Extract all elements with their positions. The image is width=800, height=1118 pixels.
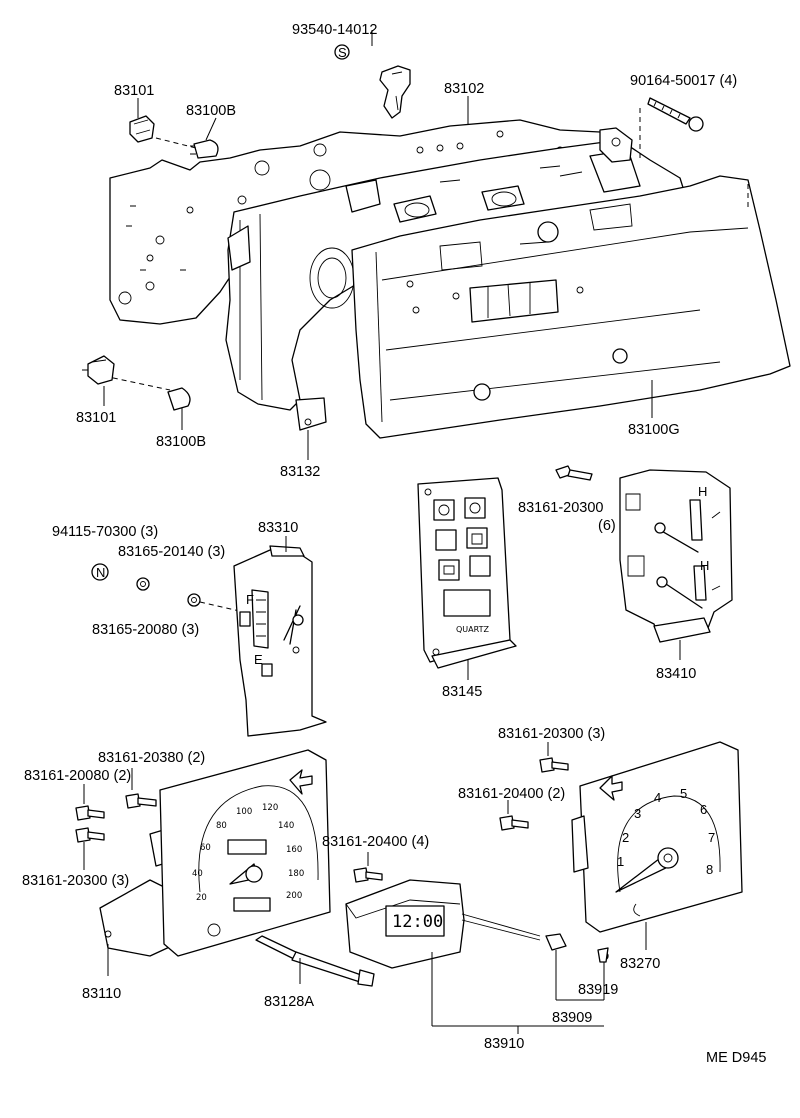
fuel-empty-mark: E xyxy=(254,652,263,667)
tachometer-ticks: 1 2 3 4 5 6 7 8 xyxy=(617,786,715,877)
temp-gauge-83410: H H xyxy=(619,469,733,643)
quartz-mark: QUARTZ xyxy=(456,625,489,634)
label-83310: 83310 xyxy=(258,520,298,536)
label-83161-20400-2: 83161-20400 (2) xyxy=(458,786,565,802)
clip-93540-14012 xyxy=(334,44,411,119)
fuel-full-mark: F xyxy=(246,592,254,607)
screw-83161-20080 xyxy=(75,805,105,821)
speed-tick-60: 60 xyxy=(200,843,211,853)
tach-tick-5: 5 xyxy=(680,786,687,801)
speed-tick-20: 20 xyxy=(196,893,207,903)
nut-94115-70300 xyxy=(91,563,109,581)
screw-83161-20400-2 xyxy=(499,815,529,831)
label-83161-20080: 83161-20080 (2) xyxy=(24,768,131,784)
n-mark: N xyxy=(96,565,105,580)
socket-83101-top xyxy=(129,115,155,143)
speed-tick-160: 160 xyxy=(286,845,302,855)
label-90164-50017: 90164-50017 (4) xyxy=(630,73,737,89)
diagram-code: ME D945 xyxy=(706,1050,766,1066)
fuel-gauge-83310: F E xyxy=(233,545,327,737)
label-83270: 83270 xyxy=(620,956,660,972)
washer-83165-20080 xyxy=(136,577,150,591)
cluster-hood-83100g xyxy=(351,175,791,439)
label-83165-20140: 83165-20140 (3) xyxy=(118,544,225,560)
tach-tick-4: 4 xyxy=(654,790,661,805)
bulb-83100b-top xyxy=(190,139,219,159)
knob-83909 xyxy=(545,933,567,951)
speedometer-83110: 20 40 60 80 100 120 140 160 180 200 xyxy=(99,749,331,957)
label-83102: 83102 xyxy=(444,81,484,97)
leader-socket-bulb xyxy=(103,375,171,391)
screw-83161-20300-3 xyxy=(539,757,569,773)
tachometer-83270: 1 2 3 4 5 6 7 8 xyxy=(571,741,743,933)
leader-line xyxy=(205,117,217,141)
label-83161-20300-6: 83161-20300 xyxy=(518,500,603,516)
washer-83165-20140 xyxy=(187,593,201,607)
speed-tick-120: 120 xyxy=(262,803,278,813)
s-mark: S xyxy=(338,45,347,60)
label-83161-20300-3: 83161-20300 (3) xyxy=(498,726,605,742)
label-83161-20380: 83161-20380 (2) xyxy=(98,750,205,766)
label-83101-bottom: 83101 xyxy=(76,410,116,426)
bulb-83100b-bottom xyxy=(167,387,191,411)
label-83100b-bottom: 83100B xyxy=(156,434,206,450)
tach-tick-3: 3 xyxy=(634,806,641,821)
speedometer-ticks: 20 40 60 80 100 120 140 160 180 200 xyxy=(192,803,304,903)
label-83909: 83909 xyxy=(552,1010,592,1026)
label-83161-20300-6-qty: (6) xyxy=(598,518,616,534)
screw-83161-20400-4 xyxy=(353,867,383,883)
label-83910: 83910 xyxy=(484,1036,524,1052)
tach-tick-7: 7 xyxy=(708,830,715,845)
temp-hot-mark: H xyxy=(698,484,707,499)
label-83100b-top: 83100B xyxy=(186,103,236,119)
speed-tick-100: 100 xyxy=(236,807,252,817)
tach-tick-2: 2 xyxy=(622,830,629,845)
screw-90164-50017 xyxy=(647,97,704,132)
temp-hot-mark-2: H xyxy=(700,558,709,573)
label-83161-20300-3b: 83161-20300 (3) xyxy=(22,873,129,889)
label-83161-20400-4: 83161-20400 (4) xyxy=(322,834,429,850)
label-83101-top: 83101 xyxy=(114,83,154,99)
speed-tick-40: 40 xyxy=(192,869,203,879)
label-83128a: 83128A xyxy=(264,994,314,1010)
tach-tick-8: 8 xyxy=(706,862,713,877)
warning-panel-83145: QUARTZ xyxy=(417,477,517,669)
speed-tick-140: 140 xyxy=(278,821,294,831)
label-83100g: 83100G xyxy=(628,422,680,438)
clock-83910: 12:00 xyxy=(345,879,541,969)
label-83145: 83145 xyxy=(442,684,482,700)
speed-tick-180: 180 xyxy=(288,869,304,879)
screw-83161-20300-6 xyxy=(555,465,593,481)
speedometer-cable-83128a xyxy=(255,935,375,987)
label-83919: 83919 xyxy=(578,982,618,998)
label-93540-14012: 93540-14012 xyxy=(292,22,377,38)
label-83110: 83110 xyxy=(82,986,121,1002)
label-83132: 83132 xyxy=(280,464,320,480)
speed-tick-80: 80 xyxy=(216,821,227,831)
socket-83101-bottom xyxy=(82,355,115,385)
label-94115-70300: 94115-70300 (3) xyxy=(52,524,158,540)
speed-tick-200: 200 xyxy=(286,891,302,901)
clock-display: 12:00 xyxy=(392,912,443,932)
bulb-83919 xyxy=(597,947,609,963)
leader-top-socket xyxy=(155,137,197,149)
screw-83161-20300-3b xyxy=(75,827,105,843)
label-83165-20080: 83165-20080 (3) xyxy=(92,622,199,638)
tach-tick-6: 6 xyxy=(700,802,707,817)
tach-tick-1: 1 xyxy=(617,854,624,869)
label-83410: 83410 xyxy=(656,666,696,682)
screw-83161-20380 xyxy=(125,793,157,809)
